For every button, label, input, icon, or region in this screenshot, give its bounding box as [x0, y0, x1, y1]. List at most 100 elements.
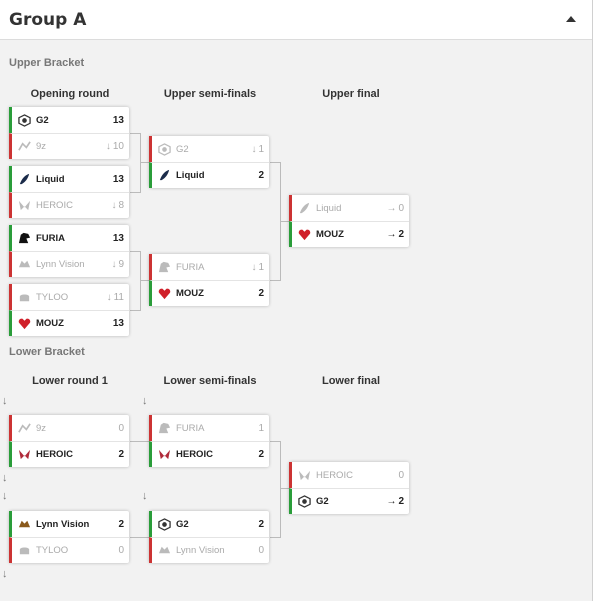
- team-score: 13: [112, 318, 124, 329]
- down-arrow-icon: ↓: [2, 472, 8, 484]
- connector: [280, 221, 289, 222]
- team-row[interactable]: MOUZ 2: [149, 280, 269, 306]
- team-name: FURIA: [176, 422, 205, 434]
- team-row[interactable]: HEROIC ↓8: [9, 192, 129, 218]
- round-title-opening: Opening round: [30, 88, 110, 100]
- match-lower-semi-1[interactable]: FURIA 1 HEROIC 2: [149, 415, 269, 467]
- team-name: TYLOO: [36, 545, 69, 556]
- team-name: MOUZ: [176, 288, 204, 299]
- connector: [130, 251, 141, 281]
- team-row[interactable]: HEROIC 2: [149, 441, 269, 467]
- team-row[interactable]: 9z ↓10: [9, 133, 129, 159]
- team-score: ↓1: [251, 143, 264, 155]
- match-opening-3[interactable]: FURIA 13 Lynn Vision ↓9: [9, 225, 129, 277]
- liquid-logo-icon: [17, 172, 31, 186]
- team-row[interactable]: Lynn Vision ↓9: [9, 251, 129, 277]
- team-score: ↓10: [105, 141, 124, 152]
- team-row[interactable]: Lynn Vision 2: [9, 511, 129, 537]
- team-score: 13: [112, 114, 124, 126]
- team-name: FURIA: [176, 261, 205, 273]
- team-name: G2: [36, 114, 49, 126]
- team-row[interactable]: G2 13: [9, 107, 129, 133]
- connector: [270, 441, 281, 489]
- team-score: ↓9: [111, 259, 124, 270]
- team-row[interactable]: FURIA 13: [9, 225, 129, 251]
- right-border: [592, 0, 593, 601]
- g2-logo-icon: [297, 495, 311, 509]
- team-name: HEROIC: [36, 449, 73, 460]
- team-row[interactable]: MOUZ →2: [289, 221, 409, 247]
- team-name: Lynn Vision: [176, 545, 225, 556]
- match-opening-4[interactable]: TYLOO ↓11 MOUZ 13: [9, 284, 129, 336]
- team-score: 2: [118, 449, 124, 460]
- team-score: 2: [258, 518, 264, 530]
- furia-logo-icon: [17, 231, 31, 245]
- match-opening-2[interactable]: Liquid 13 HEROIC ↓8: [9, 166, 129, 218]
- round-title-lower-final: Lower final: [321, 375, 381, 387]
- team-name: MOUZ: [36, 318, 64, 329]
- team-row[interactable]: HEROIC 2: [9, 441, 129, 467]
- match-upper-final[interactable]: Liquid →0 MOUZ →2: [289, 195, 409, 247]
- team-row[interactable]: Liquid →0: [289, 195, 409, 221]
- group-header[interactable]: Group A: [0, 0, 592, 40]
- connector: [280, 488, 289, 489]
- team-score: →2: [386, 229, 404, 240]
- team-row[interactable]: TYLOO ↓11: [9, 284, 129, 310]
- team-name: G2: [176, 143, 189, 155]
- heroic-logo-icon: [157, 448, 171, 462]
- team-score: 13: [112, 232, 124, 244]
- team-name: 9z: [36, 422, 47, 434]
- liquid-logo-icon: [157, 169, 171, 183]
- match-lower-r1-2[interactable]: Lynn Vision 2 TYLOO 0: [9, 511, 129, 563]
- furia-logo-icon: [157, 260, 171, 274]
- team-name: Liquid: [176, 170, 205, 181]
- match-opening-1[interactable]: G2 13 9z ↓10: [9, 107, 129, 159]
- team-score: 2: [118, 518, 124, 530]
- down-arrow-icon: ↓: [142, 395, 148, 407]
- connector: [140, 162, 149, 163]
- 9z-logo-icon: [17, 140, 31, 154]
- team-row[interactable]: 9z 0: [9, 415, 129, 441]
- connector: [130, 162, 141, 193]
- down-arrow-icon: ↓: [2, 490, 8, 502]
- team-row[interactable]: Liquid 2: [149, 162, 269, 188]
- 9z-logo-icon: [17, 421, 31, 435]
- team-name: HEROIC: [316, 469, 353, 481]
- team-name: G2: [316, 496, 329, 507]
- team-score: →2: [386, 496, 404, 507]
- match-lower-final[interactable]: HEROIC 0 G2 →2: [289, 462, 409, 514]
- heroic-logo-icon: [297, 468, 311, 482]
- team-row[interactable]: G2 ↓1: [149, 136, 269, 162]
- team-row[interactable]: HEROIC 0: [289, 462, 409, 488]
- team-row[interactable]: FURIA 1: [149, 415, 269, 441]
- team-score: ↓8: [111, 200, 124, 211]
- team-score: ↓11: [106, 291, 124, 303]
- connector: [140, 280, 149, 281]
- team-row[interactable]: Liquid 13: [9, 166, 129, 192]
- round-title-upper-final: Upper final: [322, 88, 380, 100]
- match-upper-semi-2[interactable]: FURIA ↓1 MOUZ 2: [149, 254, 269, 306]
- team-row[interactable]: G2 2: [149, 511, 269, 537]
- match-upper-semi-1[interactable]: G2 ↓1 Liquid 2: [149, 136, 269, 188]
- team-score: 0: [118, 422, 124, 434]
- round-title-upper-semis: Upper semi-finals: [163, 88, 257, 100]
- match-lower-r1-1[interactable]: 9z 0 HEROIC 2: [9, 415, 129, 467]
- team-score: 2: [258, 288, 264, 299]
- team-row[interactable]: MOUZ 13: [9, 310, 129, 336]
- team-row[interactable]: TYLOO 0: [9, 537, 129, 563]
- match-lower-semi-2[interactable]: G2 2 Lynn Vision 0: [149, 511, 269, 563]
- team-name: MOUZ: [316, 229, 344, 240]
- mouz-logo-icon: [297, 228, 311, 242]
- team-row[interactable]: Lynn Vision 0: [149, 537, 269, 563]
- team-row[interactable]: FURIA ↓1: [149, 254, 269, 280]
- down-arrow-icon: ↓: [251, 143, 257, 155]
- team-name: Liquid: [36, 173, 65, 185]
- team-score: 13: [112, 173, 124, 185]
- group-title: Group A: [9, 10, 87, 30]
- team-name: G2: [176, 518, 189, 530]
- tyloo-logo-icon: [17, 544, 31, 558]
- team-row[interactable]: G2 →2: [289, 488, 409, 514]
- down-arrow-icon: ↓: [251, 261, 257, 273]
- collapse-caret-icon[interactable]: [566, 16, 576, 22]
- tyloo-logo-icon: [17, 290, 31, 304]
